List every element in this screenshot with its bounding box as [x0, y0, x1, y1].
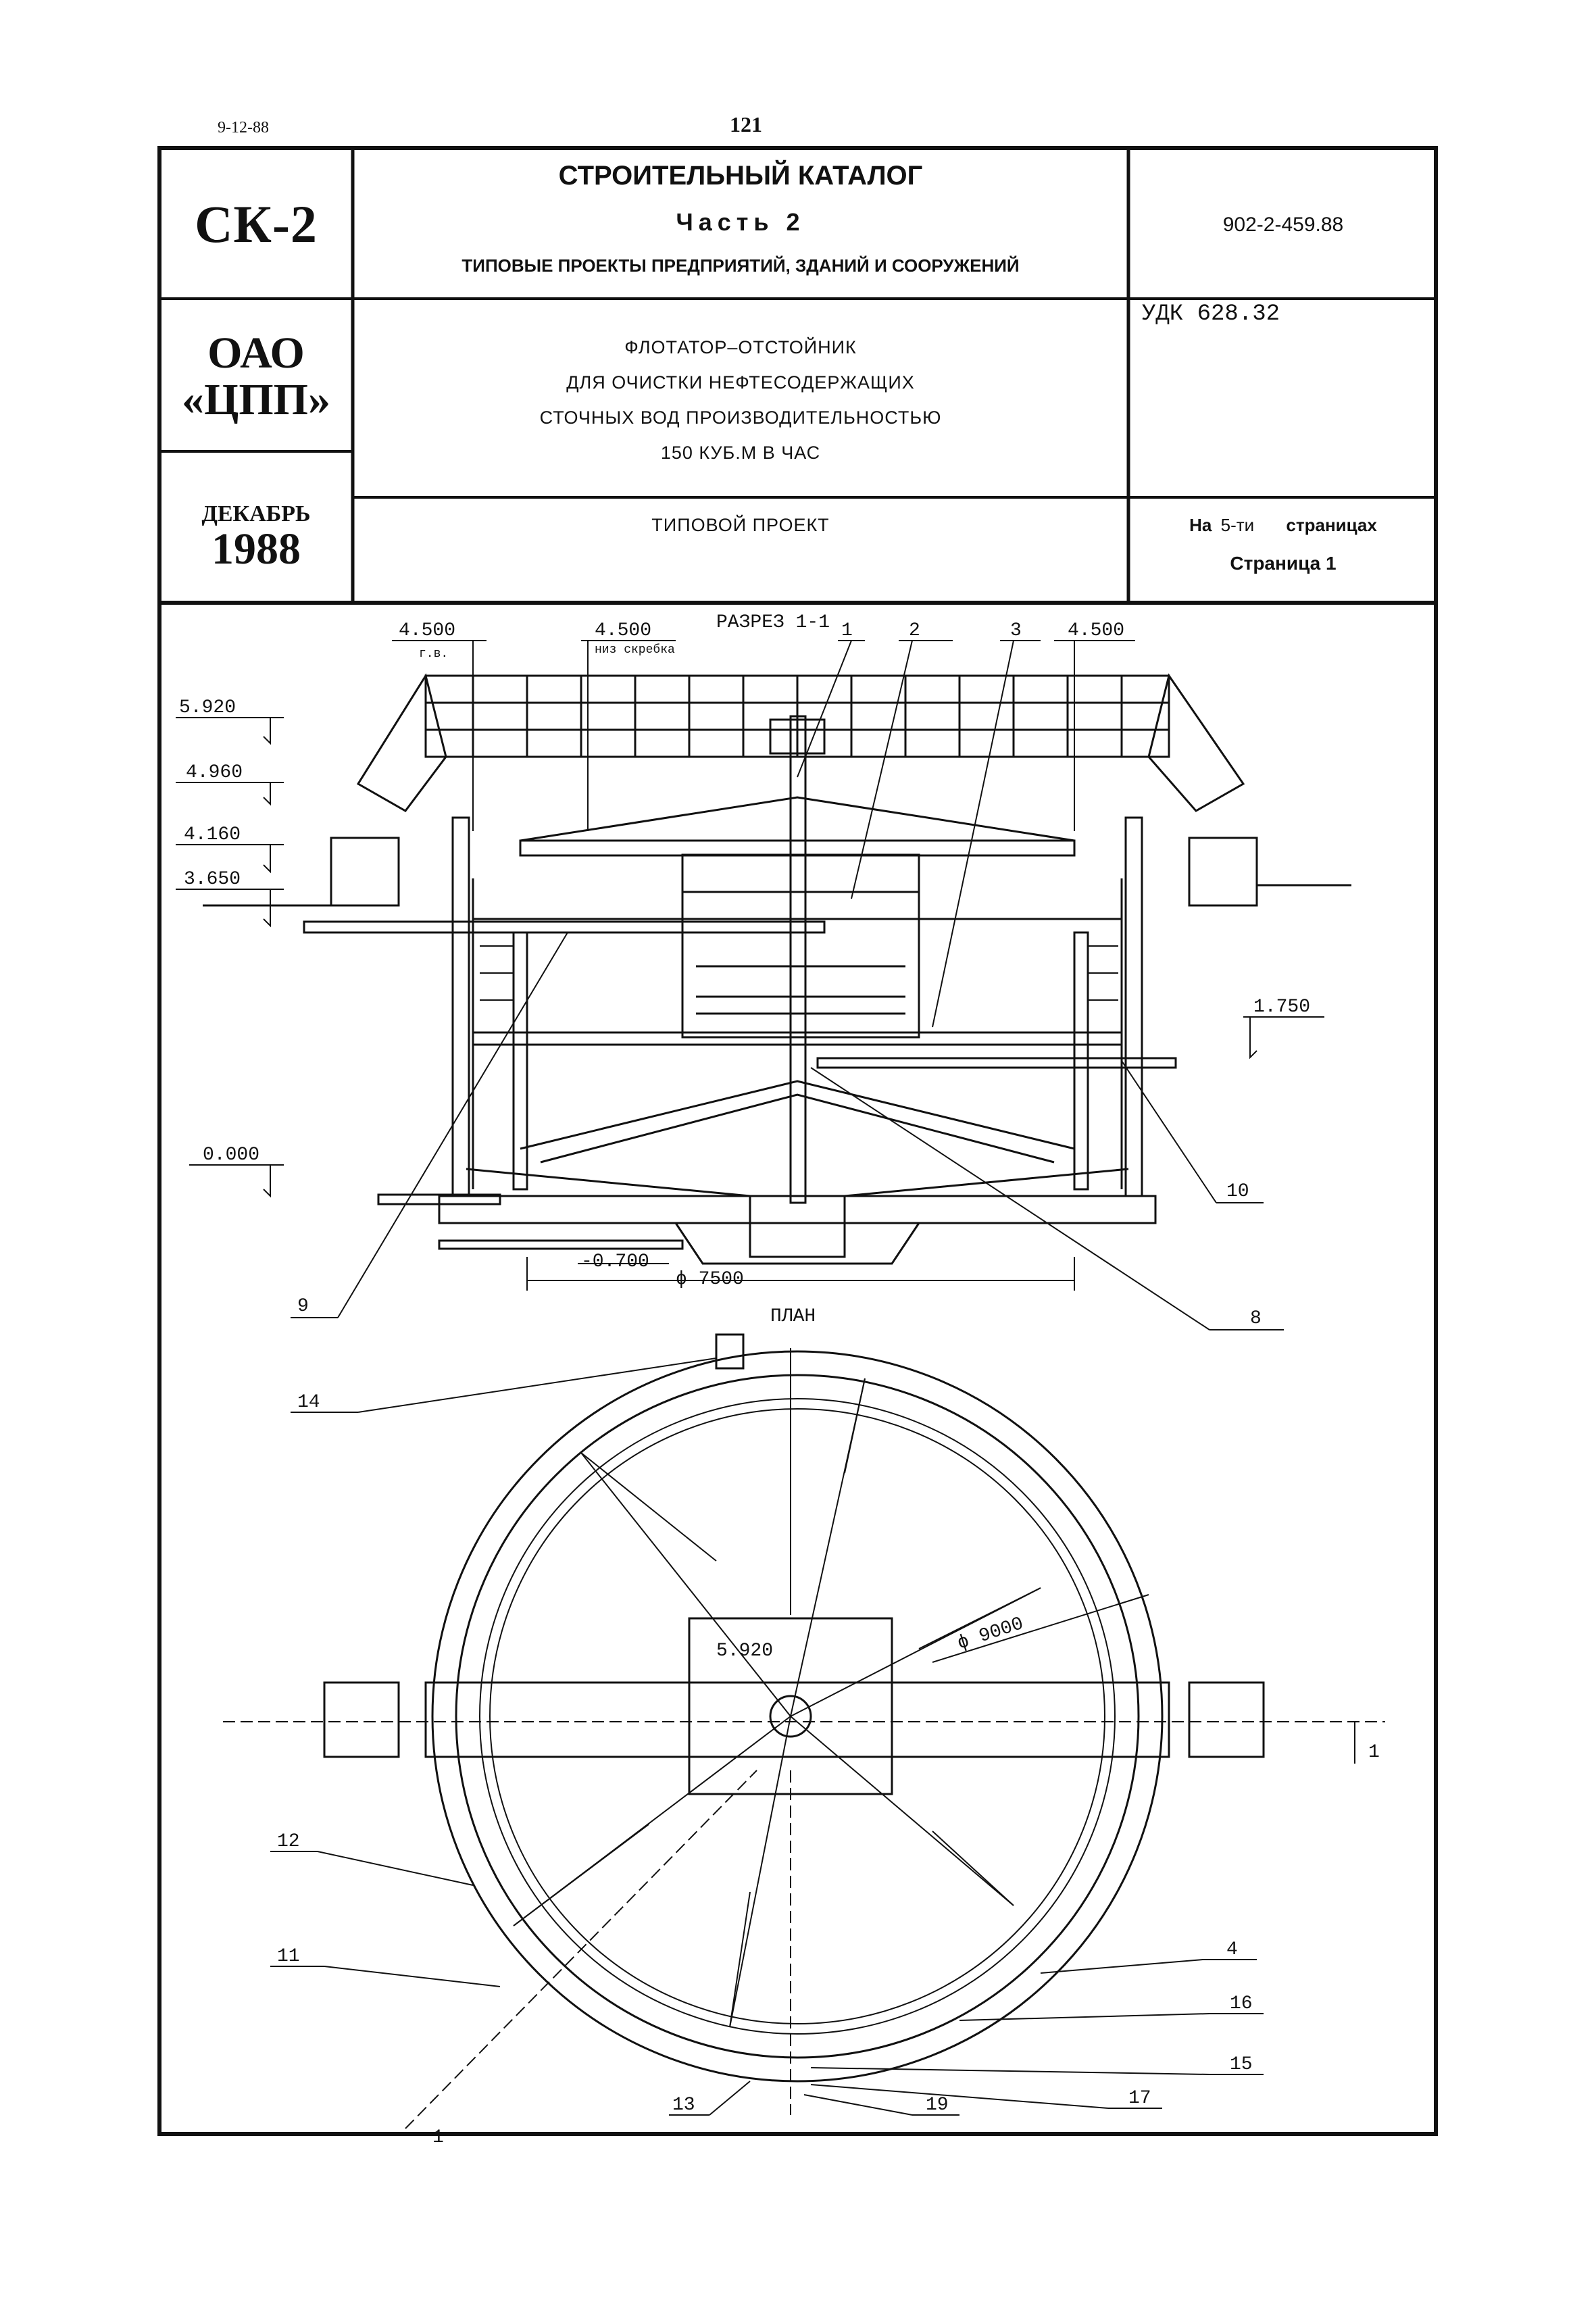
sheet-frame: [157, 146, 1438, 2136]
plan-callout-19: 19: [926, 2095, 949, 2116]
callout-2: 2: [909, 620, 920, 641]
catalog-code: СК-2: [195, 195, 318, 253]
plan-callout-1: 1: [432, 2127, 444, 2148]
pages-suffix: страницах: [1286, 515, 1377, 535]
plan-callout-lines: [270, 1358, 1264, 2116]
bridge-beam: [424, 1681, 1170, 1758]
bottom-scraper-arms: [520, 1080, 1075, 1150]
diameter-7500: ϕ 7500: [676, 1269, 744, 1290]
top-mark-value: 4.500: [1068, 620, 1124, 641]
description-line: 150 КУБ.М В ЧАС: [660, 443, 821, 463]
scraper-arms: [513, 1378, 1041, 2028]
elev-4160: 4.160: [184, 824, 241, 845]
print-date: 9-12-88: [218, 119, 269, 136]
top-mark-value: 4.500: [595, 620, 651, 641]
inner-chamber: [681, 853, 920, 1039]
plan-callout-11: 11: [277, 1946, 300, 1967]
description-line: СТОЧНЫХ ВОД ПРОИЗВОДИТЕЛЬНОСТЬЮ: [539, 407, 942, 428]
section-title: РАЗРЕЗ 1-1: [716, 612, 830, 633]
plan-callout-4: 4: [1226, 1939, 1238, 1960]
plan-callout-12: 12: [277, 1831, 300, 1852]
plan-diameter: ϕ 9000: [955, 1614, 1026, 1655]
org-name: ОАО «ЦПП»: [159, 301, 353, 451]
callout-3: 3: [1010, 620, 1022, 641]
elev-1750: 1.750: [1253, 997, 1310, 1018]
project-description: ФЛОТАТОР–ОТСТОЙНИК ДЛЯ ОЧИСТКИ НЕФТЕСОДЕ…: [353, 330, 1128, 470]
callout-10: 10: [1226, 1181, 1249, 1202]
right-foundation: [1188, 837, 1258, 907]
plan-callout-16: 16: [1230, 1993, 1253, 2014]
org-line-2: «ЦПП»: [181, 375, 330, 424]
plan-callout-17: 17: [1128, 2088, 1151, 2109]
elev-minus-0700: -0.700: [581, 1251, 649, 1272]
section-mark-right: 1: [1368, 1742, 1380, 1763]
catalog-title: СТРОИТЕЛЬНЫЙ КАТАЛОГ: [558, 161, 923, 191]
elev-3650: 3.650: [184, 869, 241, 890]
callout-1: 1: [841, 620, 853, 641]
elev-0000: 0.000: [203, 1145, 259, 1166]
issue-month: ДЕКАБРЬ: [201, 501, 311, 526]
top-mark-sub: низ скребка: [595, 643, 675, 657]
water-lines: [480, 945, 1118, 1001]
page-label: Страница 1: [1230, 553, 1337, 574]
description-line: ДЛЯ ОЧИСТКИ НЕФТЕСОДЕРЖАЩИХ: [566, 372, 915, 393]
pages-number: 5-ти: [1220, 515, 1255, 535]
issue-date: ДЕКАБРЬ 1988: [159, 473, 353, 601]
plan-callout-14: 14: [297, 1392, 320, 1413]
elev-4960: 4.960: [186, 762, 243, 783]
elevation-marks: [176, 717, 1324, 1264]
plan-title: ПЛАН: [770, 1306, 816, 1327]
upper-scraper-arms: [520, 796, 1075, 842]
pages-count: На 5-ти страницах: [1128, 515, 1438, 536]
roof-right-slope: [1147, 673, 1245, 812]
outlet-pipe: [816, 1057, 1177, 1069]
callout-9: 9: [297, 1296, 309, 1317]
org-line-1: ОАО: [207, 328, 305, 378]
center-elevation: 5.920: [716, 1641, 773, 1662]
plan-callout-15: 15: [1230, 2054, 1253, 2075]
inlet-chamber: [715, 1333, 745, 1370]
inlet-pipe: [303, 920, 826, 934]
project-type: ТИПОВОЙ ПРОЕКТ: [651, 515, 830, 535]
left-foundation: [330, 837, 400, 907]
description-line: ФЛОТАТОР–ОТСТОЙНИК: [624, 337, 857, 357]
issue-year: 1988: [211, 524, 301, 574]
udc-code: УДК 628.32: [1142, 301, 1280, 327]
project-number: 902-2-459.88: [1222, 214, 1344, 236]
top-mark-sub: г.в.: [419, 647, 448, 661]
pipelines: [223, 1721, 1385, 2129]
outer-ring: [431, 1350, 1164, 2083]
page-number: 121: [730, 112, 762, 136]
top-mark-value: 4.500: [399, 620, 455, 641]
roof-left-slope: [356, 673, 447, 812]
central-shaft: [789, 715, 807, 1204]
pages-prefix: На: [1189, 515, 1212, 535]
right-support: [1188, 1681, 1265, 1758]
bottom-drain-pipe: [438, 1239, 684, 1250]
lower-tray: [472, 1031, 1123, 1046]
drain-pipe: [377, 1193, 501, 1205]
callout-8: 8: [1250, 1308, 1262, 1329]
catalog-part-subtitle: ТИПОВЫЕ ПРОЕКТЫ ПРЕДПРИЯТИЙ, ЗДАНИЙ И СО…: [462, 255, 1020, 276]
drive-unit: [769, 718, 826, 755]
section-callout-lines: [291, 640, 1284, 1330]
catalog-part: Часть 2: [676, 208, 805, 236]
plan-callout-13: 13: [672, 2095, 695, 2116]
center-shaft: [769, 1695, 812, 1738]
left-support: [323, 1681, 400, 1758]
elev-5920: 5.920: [179, 697, 236, 718]
sludge-pit: [674, 1222, 920, 1265]
